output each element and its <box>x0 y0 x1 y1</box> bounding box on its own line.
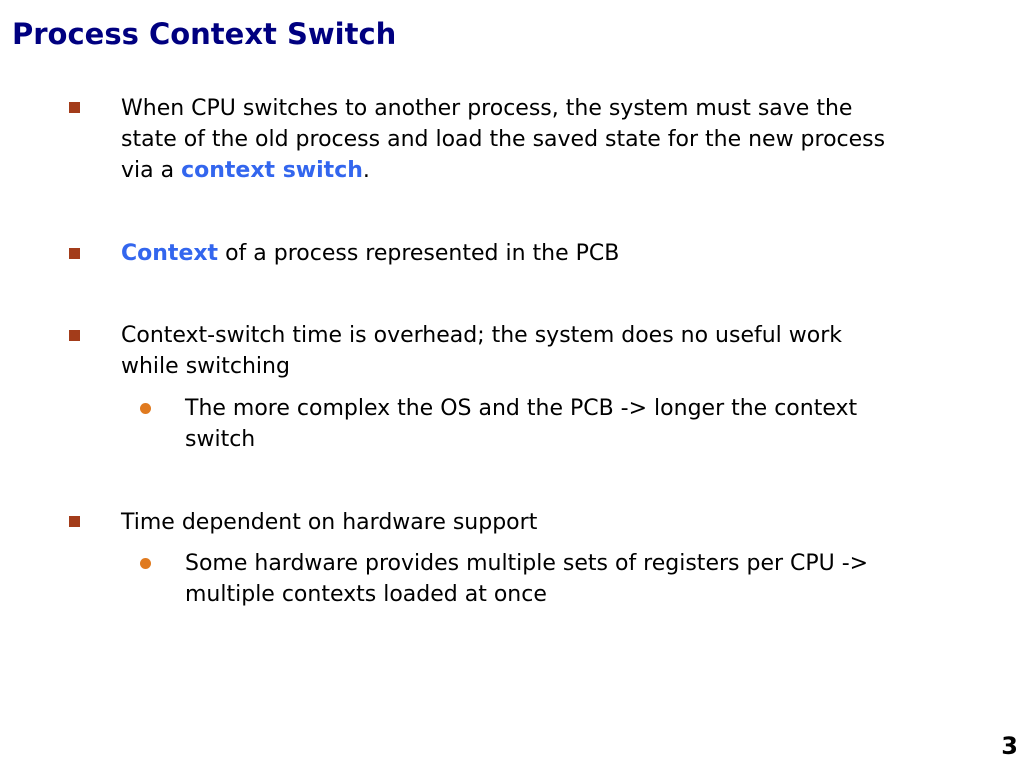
sub-bullet-line: switch <box>185 427 256 452</box>
square-bullet-marker <box>69 248 80 259</box>
bullet-line: When CPU switches to another process, th… <box>121 96 853 121</box>
bullet-line: Context-switch time is overhead; the sys… <box>121 323 843 348</box>
sub-bullet-line: Some hardware provides multiple sets of … <box>185 551 869 576</box>
square-bullet-marker <box>69 102 80 113</box>
sub-bullet-item: The more complex the OS and the PCB -> l… <box>185 393 945 455</box>
bullet-text: of a process represented in the PCB <box>218 241 620 266</box>
bullet-item: Context of a process represented in the … <box>121 238 941 269</box>
bullet-item: Context-switch time is overhead; the sys… <box>121 320 941 382</box>
bullet-item: Time dependent on hardware support <box>121 507 941 538</box>
bullet-line: Time dependent on hardware support <box>121 510 538 535</box>
sub-bullet-item: Some hardware provides multiple sets of … <box>185 548 945 610</box>
bullet-line: while switching <box>121 354 290 379</box>
bullet-text: via a <box>121 158 182 183</box>
bullet-text: . <box>362 158 370 183</box>
bullet-line: Context of a process represented in the … <box>121 238 941 269</box>
sub-bullet-line: multiple contexts loaded at once <box>185 582 547 607</box>
page-number: 3 <box>1001 732 1018 760</box>
bullet-line: via a context switch. <box>121 155 941 186</box>
bullet-item: When CPU switches to another process, th… <box>121 93 941 186</box>
square-bullet-marker <box>69 516 80 527</box>
highlighted-term: Context <box>121 241 219 266</box>
square-bullet-marker <box>69 330 80 341</box>
highlighted-term: context switch <box>181 158 363 183</box>
dot-bullet-marker <box>140 403 151 414</box>
dot-bullet-marker <box>140 558 151 569</box>
sub-bullet-line: The more complex the OS and the PCB -> l… <box>185 396 858 421</box>
bullet-line: state of the old process and load the sa… <box>121 127 886 152</box>
slide-title: Process Context Switch <box>12 17 397 51</box>
